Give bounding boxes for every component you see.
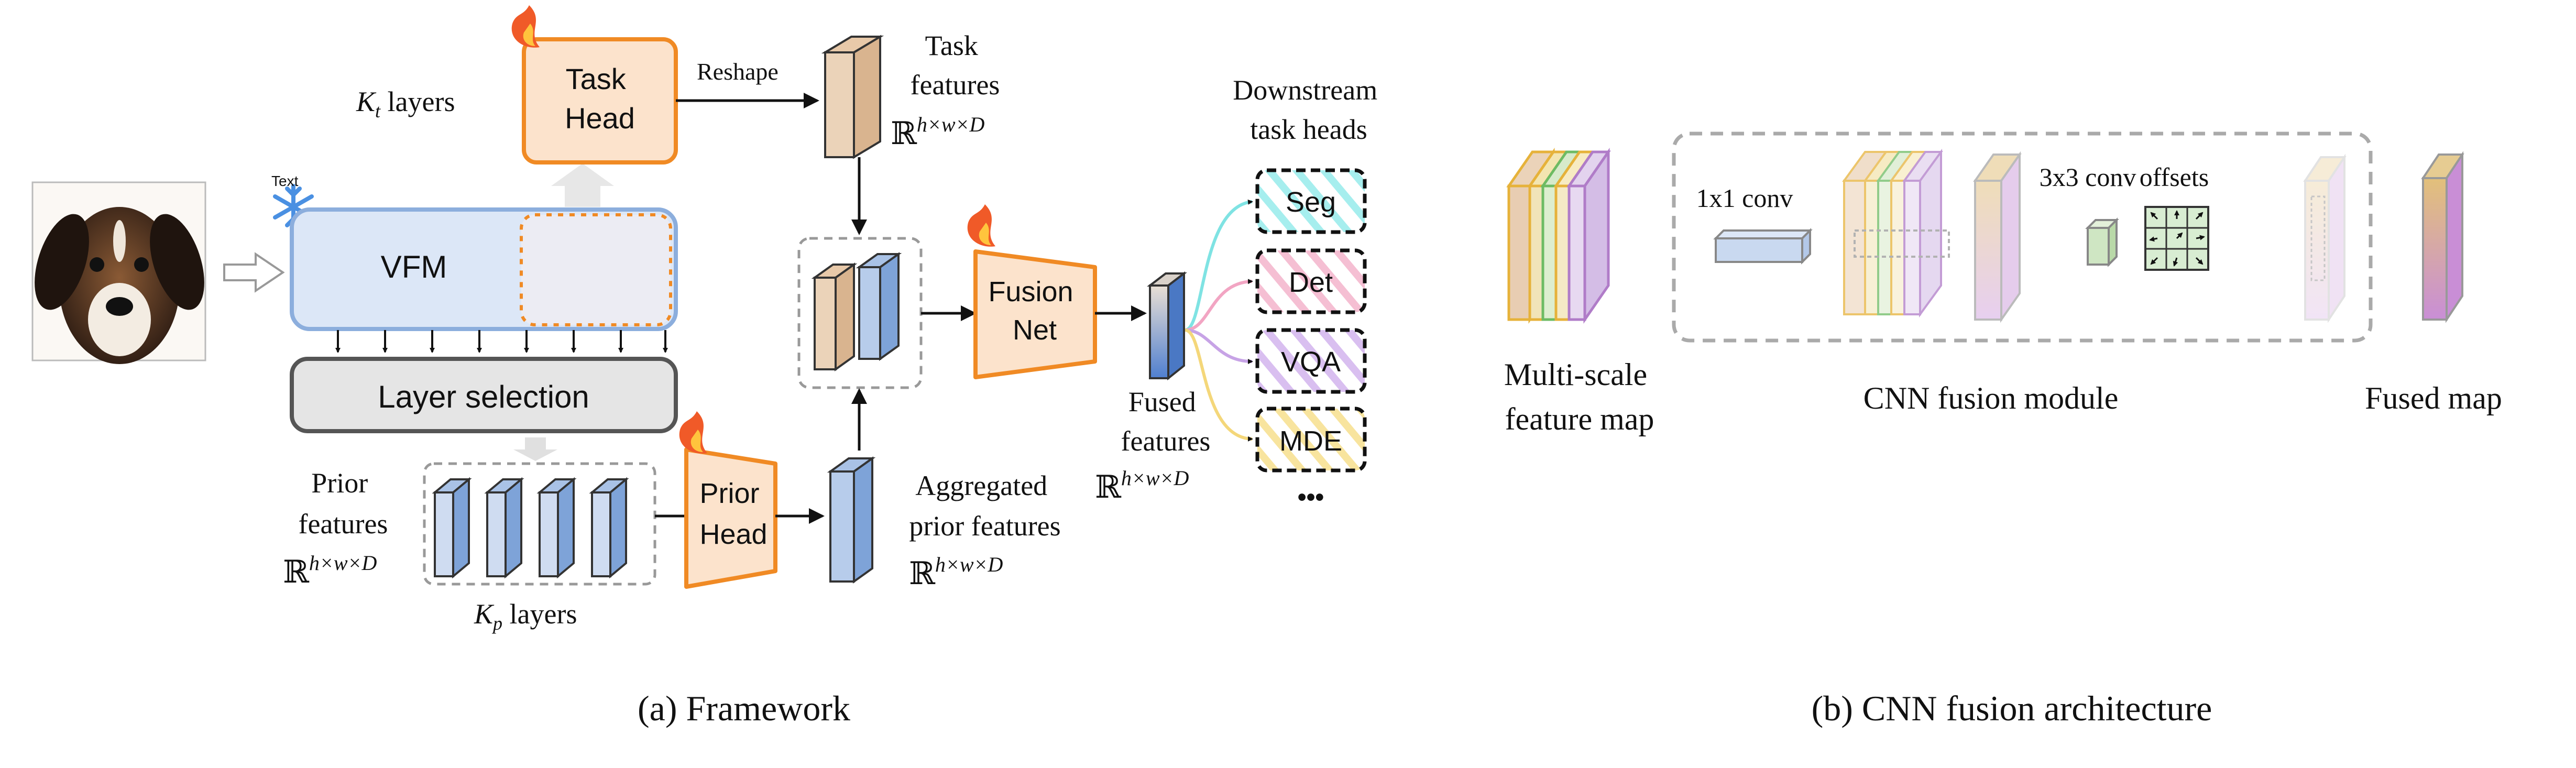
conv3-block [2085, 217, 2119, 267]
curve-seg [1185, 199, 1253, 332]
reshape-label: Reshape [697, 58, 779, 85]
downstream-title: Downstream task heads [1233, 74, 1384, 145]
module-output-cube [1973, 151, 2022, 323]
fire-icon [679, 411, 707, 454]
concat-tan-cube [811, 262, 858, 371]
module-faint-cube [2303, 153, 2347, 323]
task-features-cube [821, 35, 884, 159]
layer-selection-label: Layer selection [378, 379, 589, 414]
fused-features-line1: Fused [1128, 386, 1196, 418]
fused-map-label: Fused map [2365, 381, 2502, 415]
fusion-net-label: Fusion Net [988, 276, 1081, 346]
head-det-label: Det [1289, 267, 1333, 298]
task-head-label: Task Head [565, 62, 635, 135]
caption-framework: (a) Framework [638, 688, 850, 728]
multi-scale-line1: Multi-scale [1504, 357, 1647, 392]
fused-features-cube [1147, 271, 1187, 381]
offsets-grid [2144, 206, 2209, 271]
concat-blue-cube [856, 252, 902, 361]
fusion-net-line2: Net [1013, 314, 1057, 346]
task-features-line2: features [911, 69, 1000, 101]
head-mde: MDE [1255, 407, 1367, 473]
downstream-line2: task heads [1250, 114, 1367, 145]
head-det: Det [1255, 248, 1367, 314]
curve-mde [1185, 328, 1253, 442]
vfm-to-task-arrow [551, 163, 614, 207]
task-head-line1: Task [566, 62, 627, 95]
selection-down-arrow [513, 437, 557, 461]
conv1-label: 1x1 conv [1696, 183, 1793, 213]
caption-cnn: (b) CNN fusion architecture [1812, 688, 2212, 728]
curve-det [1185, 279, 1253, 332]
head-seg: Seg [1255, 168, 1367, 234]
conv1-block [1713, 228, 1813, 265]
conv3-label: 3x3 conv [2040, 162, 2136, 192]
fused-features-dim: ℝh×w×D [1095, 466, 1189, 504]
multi-scale-line2: feature map [1505, 402, 1654, 436]
head-vqa: VQA [1255, 328, 1367, 394]
layer-selection-box [290, 357, 678, 433]
prior-features-dim: ℝh×w×D [283, 551, 377, 589]
more-heads-ellipsis: ••• [1298, 484, 1324, 511]
offsets-label: offsets [2140, 162, 2209, 192]
aggregated-prior-cube [827, 456, 876, 584]
input-arrow [223, 252, 285, 293]
prior-features-label: Prior features [299, 467, 388, 540]
module-stack [1842, 148, 1950, 318]
multi-scale-stack [1506, 147, 1611, 324]
task-head-box [522, 37, 678, 164]
input-image [31, 181, 206, 364]
task-head-line2: Head [565, 102, 635, 135]
fusion-net-line1: Fusion [988, 276, 1073, 308]
head-seg-label: Seg [1286, 186, 1336, 218]
aggregated-prior-line1: Aggregated [915, 470, 1047, 501]
prior-layers-box [423, 462, 656, 586]
fused-features-line2: features [1121, 425, 1211, 457]
vfm-label: VFM [381, 249, 447, 284]
text-label: Text [271, 173, 299, 189]
fire-icon [967, 204, 995, 247]
task-features-dim: ℝh×w×D [891, 113, 985, 151]
fused-map-cube [2421, 151, 2464, 323]
aggregated-prior-line2: prior features [909, 510, 1060, 542]
fusion-net-box [973, 249, 1097, 379]
aggregated-prior-label: Aggregated prior features [909, 470, 1060, 542]
head-mde-label: MDE [1279, 425, 1342, 457]
prior-head-line2: Head [699, 519, 767, 550]
fused-features-label: Fused features [1121, 386, 1211, 457]
prior-head-line1: Prior [699, 478, 759, 509]
prior-head-label: Prior Head [699, 478, 767, 550]
cnn-module-label: CNN fusion module [1864, 381, 2119, 415]
aggregated-prior-dim: ℝh×w×D [909, 553, 1003, 591]
head-vqa-label: VQA [1281, 346, 1341, 378]
multi-scale-label: Multi-scale feature map [1504, 357, 1655, 436]
curve-vqa [1185, 328, 1253, 364]
cnn-fusion-module-box [1672, 131, 2373, 343]
task-features-label: Task features [911, 30, 1000, 101]
prior-features-line1: Prior [311, 467, 368, 499]
prior-head-box [684, 447, 777, 589]
downstream-line1: Downstream [1233, 74, 1377, 106]
prior-features-line2: features [299, 508, 388, 540]
kp-layers-label: Kp layers [474, 598, 577, 634]
kt-layers-label: Kt layers [356, 86, 455, 122]
prior-layer-cubes [432, 477, 629, 579]
task-features-line1: Task [925, 30, 978, 61]
fire-icon [511, 5, 540, 48]
vfm-layer-arrows [335, 330, 668, 353]
vfm-task-region [520, 213, 672, 326]
